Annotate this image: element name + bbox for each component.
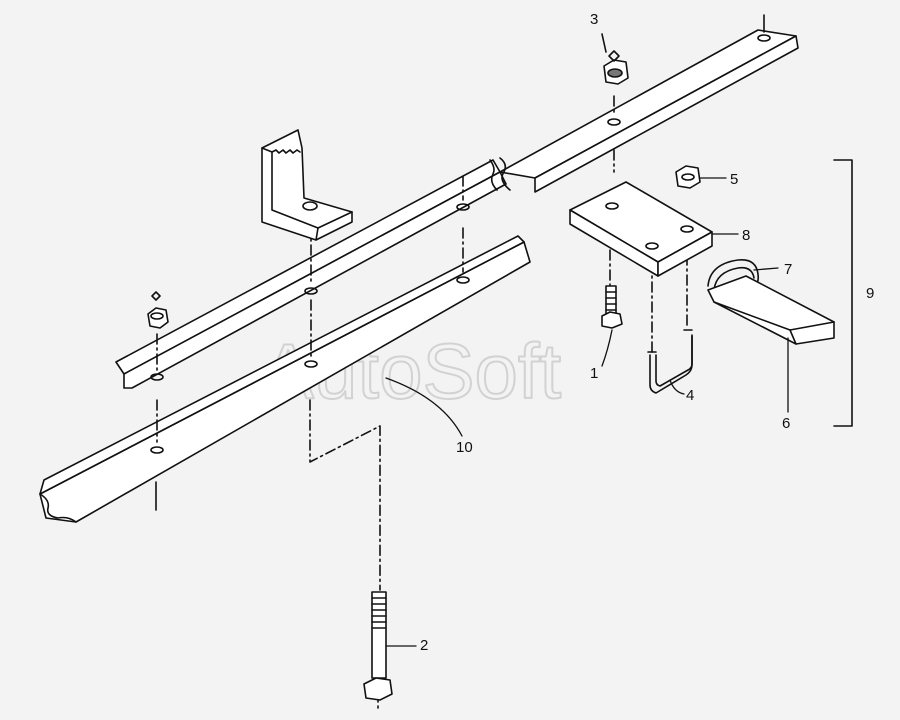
callout-labels: 3 5 8 7 9 6 1 4 10 2 [420,11,874,654]
nut-left [147,291,169,329]
callout-9: 9 [866,285,874,302]
callout-4: 4 [686,387,694,404]
leaf-hole [607,118,621,126]
plate-8 [569,181,713,277]
leaf-hole [150,446,164,454]
leaf-hole [150,373,164,381]
leaf-hole [456,276,470,284]
callout-1: 1 [590,365,598,382]
clip-and-leaf-6-7 [707,258,835,345]
leaf-hole [304,360,318,368]
callout-6: 6 [782,415,790,432]
bolt-2 [363,591,393,701]
u-bolt-4 [647,329,693,394]
leaf-hole [757,34,771,42]
leader-lines [385,177,789,647]
group-bracket-9 [833,159,853,427]
main-spring-leaf [115,14,799,389]
callout-3: 3 [590,11,598,28]
lower-spring-leaf [39,235,531,523]
leaf-hole [304,287,318,295]
callout-5: 5 [730,171,738,188]
bracket [261,129,353,241]
callout-10: 10 [456,439,473,456]
callout-8: 8 [742,227,750,244]
callout-7: 7 [784,261,792,278]
nut-5 [675,165,701,189]
bolt-1 [601,285,623,329]
leaf-hole [456,203,470,211]
callout-2: 2 [420,637,428,654]
nut-3 [601,33,629,85]
